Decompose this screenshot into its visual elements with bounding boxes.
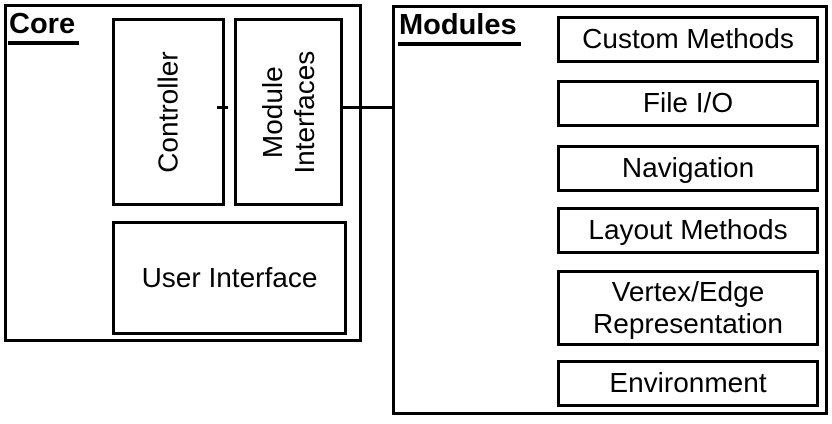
module-interfaces-block: Module Interfaces xyxy=(234,18,343,206)
module-interfaces-label: Module Interfaces xyxy=(256,50,320,174)
module-item-vertex-edge-representation: Vertex/Edge Representation xyxy=(557,270,819,346)
module-item-label: Custom Methods xyxy=(582,23,794,55)
module-item-navigation: Navigation xyxy=(557,145,819,192)
core-container: Core Controller Module Interfaces User I… xyxy=(4,4,362,342)
module-item-label: Navigation xyxy=(621,152,755,184)
connector-line-core-modules xyxy=(340,106,393,109)
module-item-environment: Environment xyxy=(557,360,819,407)
controller-block: Controller xyxy=(112,18,225,206)
user-interface-block: User Interface xyxy=(112,221,347,335)
module-item-label: Vertex/Edge Representation xyxy=(593,275,783,339)
module-item-layout-methods: Layout Methods xyxy=(557,207,819,254)
module-item-label: File I/O xyxy=(642,87,734,119)
module-item-label: Environment xyxy=(609,367,767,399)
modules-title: Modules xyxy=(398,10,521,47)
connector-line-controller-interfaces xyxy=(217,106,228,109)
module-item-label: Layout Methods xyxy=(588,214,788,246)
user-interface-label: User Interface xyxy=(141,261,318,293)
module-item-file-io: File I/O xyxy=(557,80,819,127)
modules-container: Modules Custom Methods File I/O Navigati… xyxy=(392,5,828,415)
core-title: Core xyxy=(8,9,80,46)
module-item-custom-methods: Custom Methods xyxy=(557,16,819,63)
controller-label: Controller xyxy=(152,51,184,173)
